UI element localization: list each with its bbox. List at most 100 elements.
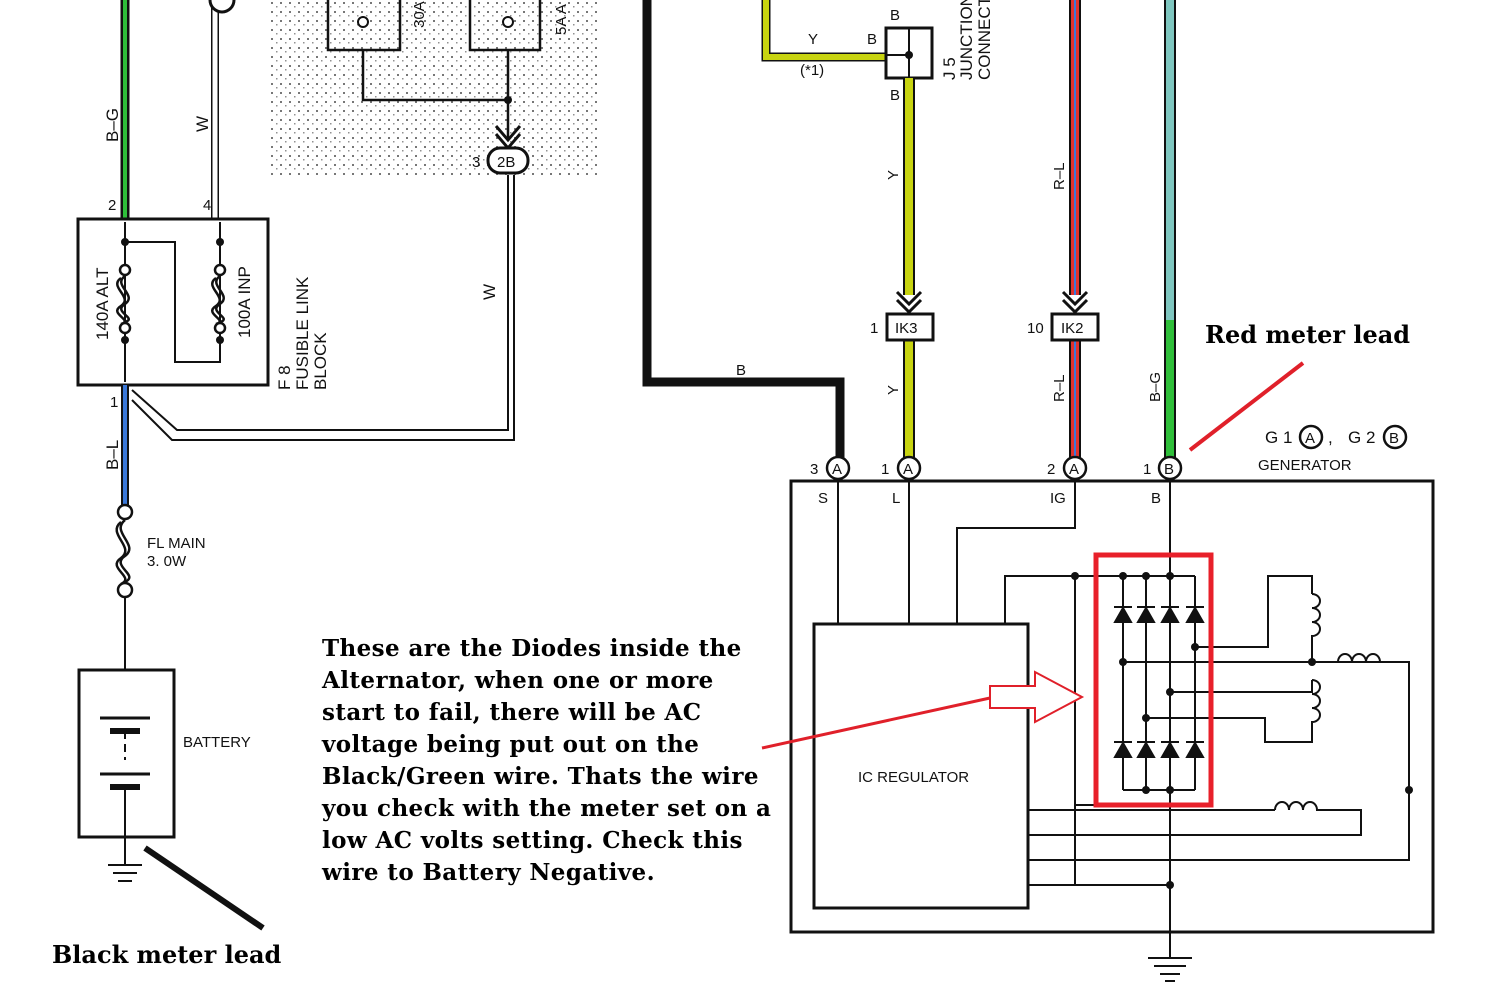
label-conn-a: A	[1069, 461, 1079, 478]
label-wire-y-low: Y	[885, 385, 902, 395]
battery-icon	[100, 716, 150, 865]
fuse-icon-alt	[116, 263, 132, 335]
label-ik2: IK2	[1061, 320, 1084, 337]
fuse-box-shaded-area	[270, 0, 600, 175]
label-fusible-link-name2: BLOCK	[311, 332, 330, 390]
label-ik3-pin: 1	[870, 320, 878, 337]
label-pin-2: 2	[108, 197, 116, 214]
label-wire-bg-right: B–G	[1147, 372, 1164, 402]
diode-arrow-icon	[989, 670, 1085, 724]
connector-arrow-ik2	[1061, 290, 1089, 315]
fuse-terminal	[502, 16, 514, 28]
wire-y-top	[761, 0, 886, 62]
fl-main-fuse-icon	[115, 503, 134, 599]
label-connector-2b-pin: 3	[472, 154, 480, 171]
g2-connector-icon	[1382, 424, 1408, 450]
junction-dot	[216, 238, 224, 246]
label-wire-rl-top: R–L	[1051, 162, 1068, 190]
label-generator: GENERATOR	[1258, 457, 1352, 474]
label-gen-pin-2: 2	[1047, 461, 1055, 478]
wire-b-ground	[642, 0, 845, 458]
label-term-l: L	[892, 490, 900, 507]
top-wire-connector	[208, 0, 236, 14]
label-j5-pin-b-left: B	[867, 31, 877, 48]
label-j5-name-2: CONNECT	[975, 0, 994, 80]
diode-icons-upper	[1113, 605, 1205, 623]
label-wire-w-mid: W	[480, 284, 499, 300]
fusible-link-block	[76, 217, 270, 387]
ground-icon-generator	[1148, 932, 1192, 982]
label-fusible-link-id: F 8	[275, 365, 294, 390]
label-term-b: B	[1151, 490, 1161, 507]
junction-dot	[504, 96, 512, 104]
label-wire-y-mid: Y	[885, 170, 902, 180]
label-wire-y-top: Y	[808, 31, 818, 48]
label-conn-b: B	[1389, 430, 1399, 447]
label-fuse-30a: 30A	[411, 1, 428, 28]
label-ic-regulator: IC REGULATOR	[858, 769, 969, 786]
label-pin-4: 4	[203, 197, 211, 214]
label-gen-pin-1a: 1	[881, 461, 889, 478]
label-star1: (*1)	[800, 62, 824, 79]
label-gen-pin-1b: 1	[1143, 461, 1151, 478]
ground-icon-battery	[108, 864, 142, 882]
label-term-s: S	[818, 490, 828, 507]
label-g1: G 1	[1265, 428, 1292, 447]
fuse-icon-inp	[211, 263, 227, 335]
connector-arrow-ik3	[895, 290, 923, 315]
label-g2: G 2	[1348, 428, 1375, 447]
annotation-black-meter-lead: Black meter lead	[52, 940, 282, 969]
g1-connector-icon	[1298, 424, 1324, 450]
label-fuse-5a: 5A A	[553, 4, 570, 35]
label-fuse-inp: 100A INP	[235, 266, 254, 338]
fuse-terminal	[357, 16, 369, 28]
annotation-red-meter-lead: Red meter lead	[1205, 320, 1411, 349]
connector-ik2	[1050, 312, 1100, 342]
label-conn-a: A	[832, 461, 842, 478]
label-conn-a: A	[1305, 430, 1315, 447]
label-j5-pin-b-bottom: B	[890, 87, 900, 104]
label-conn-b: B	[1164, 461, 1174, 478]
battery-box	[77, 668, 176, 839]
connector-2b	[486, 146, 530, 175]
label-j5-id: J 5	[940, 57, 959, 80]
label-j5-pin-b-top: B	[890, 7, 900, 24]
label-wire-w-left: W	[193, 116, 212, 132]
black-lead-pointer	[143, 845, 265, 931]
label-ik2-pin: 10	[1027, 320, 1044, 337]
diode-icons-lower	[1113, 740, 1205, 758]
label-fl-main-2: 3. 0W	[147, 553, 187, 570]
label-battery: BATTERY	[183, 734, 251, 751]
junction-dot	[121, 336, 129, 344]
diode-highlight-box	[1093, 552, 1214, 808]
label-fuse-alt: 140A ALT	[93, 268, 112, 340]
label-wire-bg-left: B–G	[103, 108, 122, 142]
fuse-box-internal	[326, 0, 542, 140]
label-connector-2b: 2B	[497, 154, 515, 171]
annotation-diodes-note: These are the Diodes inside the Alternat…	[322, 635, 772, 886]
red-lead-pointer	[1188, 361, 1305, 452]
wire-w-return	[131, 175, 515, 441]
label-fl-main-1: FL MAIN	[147, 535, 206, 552]
generator-housing	[789, 479, 1435, 934]
ic-regulator	[812, 622, 1030, 910]
label-wire-bl: B–L	[103, 440, 122, 470]
label-ik3: IK3	[895, 320, 918, 337]
label-pin-1-left: 1	[110, 394, 118, 411]
label-wire-rl-low: R–L	[1051, 374, 1068, 402]
label-conn-a: A	[903, 461, 913, 478]
junction-dot	[905, 51, 913, 59]
label-g-sep: ,	[1328, 428, 1333, 447]
label-wire-b: B	[736, 362, 746, 379]
label-j5-name-1: JUNCTION	[957, 0, 976, 80]
label-gen-pin-3: 3	[810, 461, 818, 478]
generator-junction-dots	[1071, 572, 1413, 889]
connector-ik3	[885, 312, 935, 342]
diode-note-pointer	[761, 696, 991, 750]
junction-dot	[121, 238, 129, 246]
stator-coil-icons	[1274, 593, 1384, 811]
label-fusible-link-name: FUSIBLE LINK	[293, 276, 312, 390]
label-term-ig: IG	[1050, 490, 1066, 507]
junction-dot	[216, 336, 224, 344]
